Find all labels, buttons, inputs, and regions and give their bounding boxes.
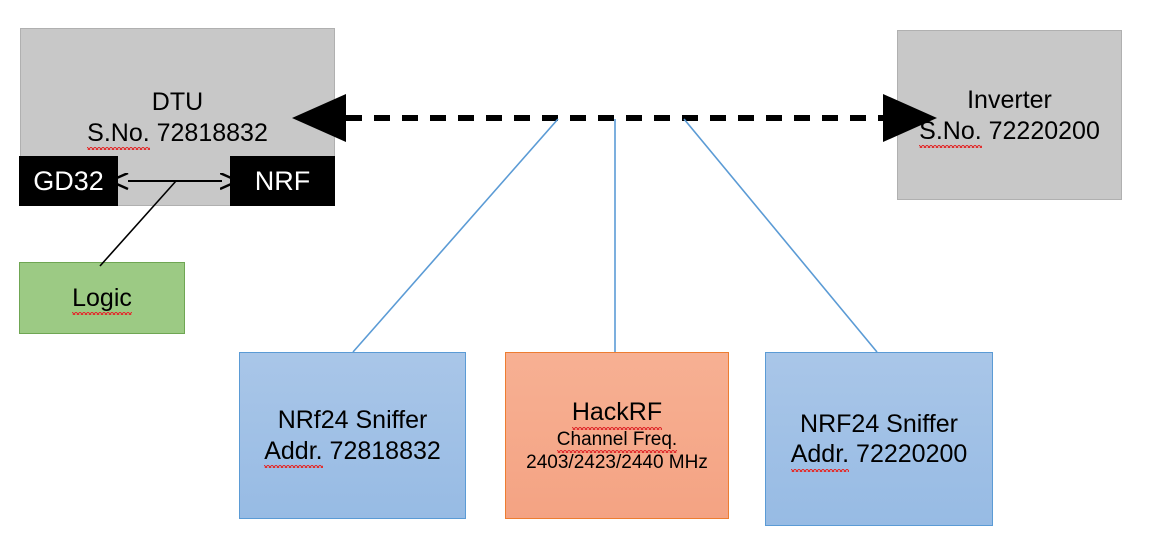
nrf-node[interactable]: NRF [230,156,335,206]
logic-node[interactable]: Logic [19,262,185,334]
dtu-serial-number: 72818832 [156,118,268,147]
sniffer-left-addr-prefix: Addr. [264,436,323,468]
sniffer-right-address: Addr. 72220200 [790,439,968,471]
hackrf-sub-label: Channel Freq. [556,428,678,453]
hackrf-node[interactable]: HackRF Channel Freq. 2403/2423/2440 MHz [505,352,729,519]
sniffer-left-label: NRf24 Sniffer [278,405,428,436]
gd32-label: GD32 [33,165,104,196]
hackrf-title: HackRF [571,398,663,430]
sniffer-right-label: NRF24 Sniffer [800,409,958,440]
inverter-serial-prefix: S.No. [919,116,982,148]
sniffer-left-title: NRf24 Sniffer [277,406,428,434]
sniffer-left-address: Addr. 72818832 [264,436,441,468]
inverter-label: Inverter [967,86,1052,114]
inverter-node[interactable]: Inverter S.No. 72220200 [897,30,1122,200]
dtu-serial: S.No. 72818832 [87,118,268,150]
nrf24-sniffer-right-node[interactable]: NRF24 Sniffer Addr. 72220200 [765,352,993,526]
inverter-serial-number: 72220200 [988,116,1100,145]
inverter-serial: S.No. 72220200 [919,116,1100,148]
gd32-node[interactable]: GD32 [19,156,118,206]
sniffer-right-addr-prefix: Addr. [790,440,850,471]
sniffer-right-addr-number: 72220200 [856,440,968,468]
sniffer-left-tap [352,118,559,353]
nrf24-sniffer-left-node[interactable]: NRf24 Sniffer Addr. 72818832 [239,352,466,519]
dtu-serial-prefix: S.No. [87,118,150,150]
hackrf-frequencies: 2403/2423/2440 MHz [526,451,708,473]
sniffer-right-title: NRF24 Sniffer [800,409,958,438]
dtu-label: DTU [151,88,204,116]
hackrf-label: HackRF [571,397,663,430]
nrf-label: NRF [254,165,311,196]
sniffer-right-tap [683,118,878,353]
hackrf-sub-text: Channel Freq. [556,428,678,453]
logic-label: Logic [72,283,132,315]
sniffer-left-addr-number: 72818832 [329,436,441,465]
